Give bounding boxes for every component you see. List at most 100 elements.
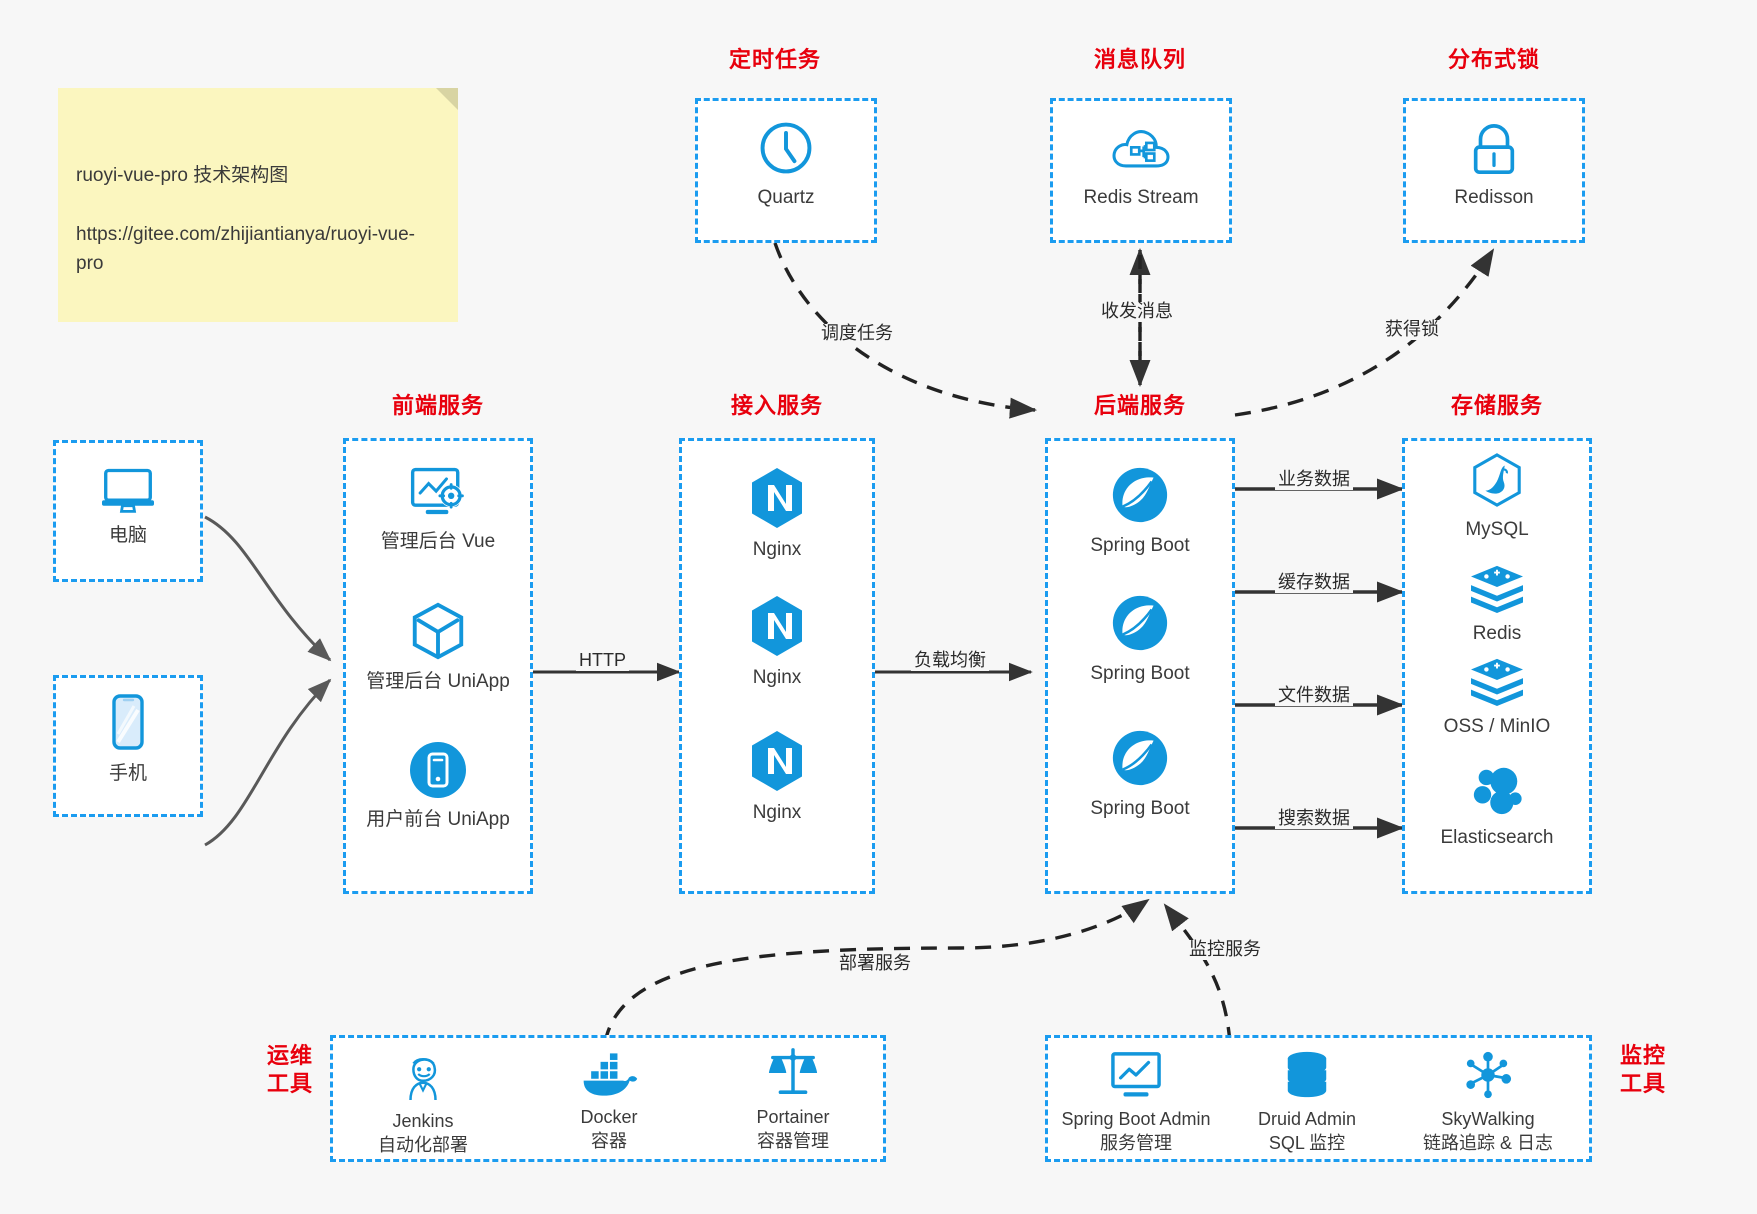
node-jenkins[interactable]: Jenkins 自动化部署 — [330, 1048, 516, 1157]
node-druid-admin[interactable]: Druid Admin SQL 监控 — [1227, 1050, 1387, 1155]
spring-leaf-icon — [1112, 467, 1168, 523]
node-label: Nginx — [752, 667, 802, 688]
node-oss-minio[interactable]: OSS / MinIO — [1402, 655, 1592, 739]
elasticsearch-icon — [1473, 767, 1522, 815]
node-label: Portainer — [756, 1107, 830, 1127]
node-redis[interactable]: Redis — [1402, 562, 1592, 646]
group-title-devops: 运维 工具 — [266, 1043, 313, 1096]
docker-whale-icon — [583, 1053, 638, 1096]
node-sublabel: SQL 监控 — [1268, 1133, 1346, 1154]
node-label: Nginx — [752, 802, 802, 823]
mobile-circle-icon — [410, 742, 466, 798]
group-title-storage: 存储服务 — [1450, 393, 1543, 418]
node-sublabel: 链路追踪 & 日志 — [1422, 1133, 1553, 1154]
edge-label-search-data: 搜索数据 — [1275, 808, 1353, 829]
node-skywalking[interactable]: SkyWalking 链路追踪 & 日志 — [1390, 1050, 1586, 1155]
network-nodes-icon — [1466, 1051, 1512, 1099]
edge-label-schedule-task: 调度任务 — [818, 323, 896, 344]
node-quartz[interactable]: Quartz — [695, 118, 877, 210]
node-sublabel: 容器 — [591, 1131, 627, 1152]
redis-stack-icon — [1471, 565, 1523, 614]
clock-icon — [760, 122, 812, 174]
nginx-icon — [752, 731, 802, 791]
group-title-scheduler: 定时任务 — [728, 47, 821, 72]
node-label: Nginx — [752, 539, 802, 560]
edge-label-deploy-service: 部署服务 — [836, 953, 914, 974]
node-label: Spring Boot — [1090, 798, 1190, 819]
group-box-frontend — [343, 438, 533, 894]
note-title-line: ruoyi-vue-pro 技术架构图 — [76, 164, 289, 186]
node-label: 电脑 — [108, 525, 147, 546]
spring-leaf-icon — [1112, 595, 1168, 651]
edge-label-cache-data: 缓存数据 — [1275, 572, 1353, 593]
group-title-frontend: 前端服务 — [391, 393, 484, 418]
node-nginx-1[interactable]: Nginx — [679, 466, 875, 562]
node-pc[interactable]: 电脑 — [53, 464, 203, 548]
cloud-node-icon — [1112, 130, 1170, 168]
smartphone-icon — [112, 694, 144, 750]
node-label: 用户前台 UniApp — [366, 809, 510, 830]
node-label: Redis — [1472, 623, 1522, 644]
sticky-note: ruoyi-vue-pro 技术架构图 https://gitee.com/zh… — [58, 88, 458, 323]
group-box-devops — [330, 1035, 886, 1162]
group-box-mq — [1050, 98, 1232, 243]
node-elasticsearch[interactable]: Elasticsearch — [1402, 762, 1592, 850]
scales-icon — [768, 1048, 818, 1095]
group-title-monitoring: 监控 工具 — [1619, 1043, 1666, 1096]
node-redisson[interactable]: Redisson — [1403, 122, 1585, 210]
database-cylinder-icon — [1287, 1051, 1327, 1098]
node-spring-boot-2[interactable]: Spring Boot — [1045, 592, 1235, 686]
node-label: Spring Boot Admin — [1061, 1109, 1211, 1129]
group-title-mq: 消息队列 — [1093, 47, 1186, 72]
node-admin-vue[interactable]: 管理后台 Vue — [343, 464, 533, 554]
node-label: Spring Boot — [1090, 663, 1190, 684]
node-spring-boot-admin[interactable]: Spring Boot Admin 服务管理 — [1045, 1050, 1227, 1155]
edge-label-acquire-lock: 获得锁 — [1382, 319, 1442, 340]
node-user-uniapp[interactable]: 用户前台 UniApp — [343, 740, 533, 832]
edge-label-http: HTTP — [576, 650, 629, 671]
node-label: OSS / MinIO — [1443, 716, 1551, 737]
node-redis-stream[interactable]: Redis Stream — [1050, 122, 1232, 210]
node-label: Quartz — [757, 187, 815, 208]
edge-label-business-data: 业务数据 — [1275, 469, 1353, 490]
node-admin-uniapp[interactable]: 管理后台 UniApp — [343, 600, 533, 694]
edge-label-load-balance: 负载均衡 — [911, 650, 989, 671]
node-docker[interactable]: Docker 容器 — [516, 1052, 702, 1153]
group-title-lock: 分布式锁 — [1447, 47, 1540, 72]
node-label: SkyWalking — [1441, 1109, 1535, 1129]
node-mobile[interactable]: 手机 — [53, 692, 203, 786]
node-label: Redisson — [1454, 187, 1534, 208]
node-label: MySQL — [1465, 519, 1529, 540]
node-nginx-3[interactable]: Nginx — [679, 729, 875, 825]
group-title-gateway: 接入服务 — [730, 393, 823, 418]
spring-leaf-icon — [1112, 730, 1168, 786]
node-sublabel: 服务管理 — [1100, 1133, 1172, 1154]
hexagon-cube-icon — [412, 602, 464, 660]
desktop-monitor-icon — [102, 468, 154, 513]
node-label: Jenkins — [392, 1111, 454, 1131]
redis-stack-icon — [1471, 658, 1523, 707]
nginx-icon — [752, 468, 802, 528]
node-label: 管理后台 UniApp — [366, 671, 510, 692]
edge-label-monitor-service: 监控服务 — [1186, 939, 1264, 960]
padlock-icon — [1473, 124, 1515, 175]
node-sublabel: 自动化部署 — [378, 1135, 468, 1156]
edge-label-send-receive-msg: 收发消息 — [1098, 301, 1176, 322]
node-mysql[interactable]: MySQL — [1402, 452, 1592, 542]
node-portainer[interactable]: Portainer 容器管理 — [700, 1046, 886, 1153]
node-label: 手机 — [108, 763, 147, 784]
node-label: Druid Admin — [1257, 1109, 1357, 1129]
nginx-icon — [752, 596, 802, 656]
edge-label-file-data: 文件数据 — [1275, 685, 1353, 706]
node-label: Redis Stream — [1083, 187, 1199, 208]
node-label: Docker — [580, 1107, 638, 1127]
node-spring-boot-1[interactable]: Spring Boot — [1045, 464, 1235, 558]
monitor-chart-icon — [1111, 1052, 1161, 1097]
node-sublabel: 容器管理 — [757, 1131, 829, 1152]
node-label: 管理后台 Vue — [380, 531, 496, 552]
node-label: Spring Boot — [1090, 535, 1190, 556]
node-spring-boot-3[interactable]: Spring Boot — [1045, 727, 1235, 821]
note-fold-corner — [436, 88, 458, 110]
node-nginx-2[interactable]: Nginx — [679, 594, 875, 690]
